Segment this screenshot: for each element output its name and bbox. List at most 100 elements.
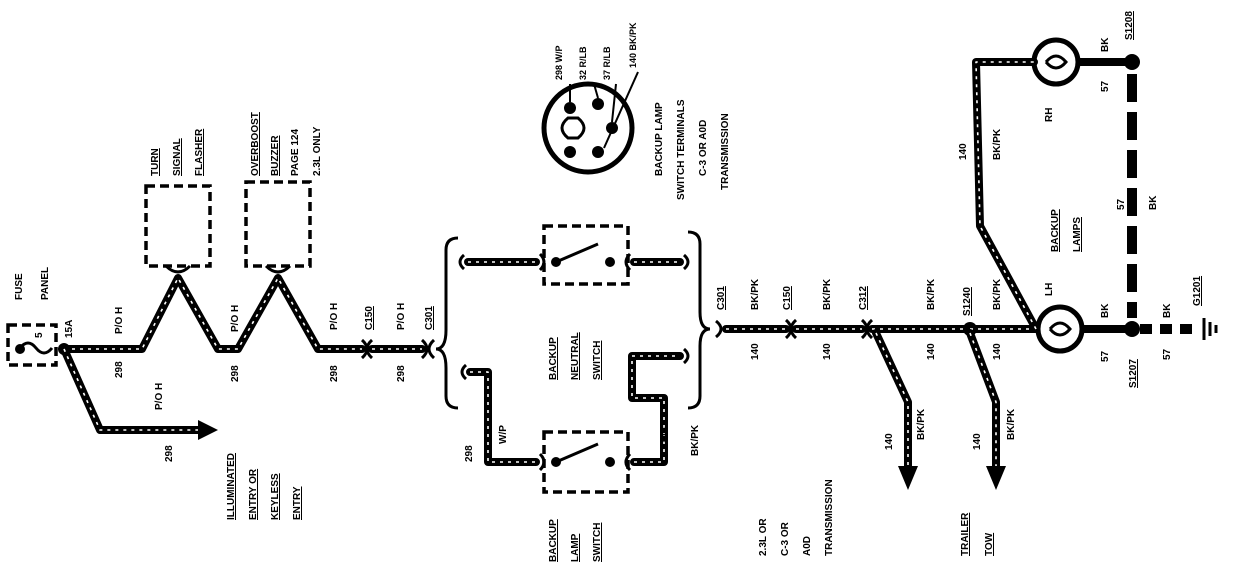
splice-s1208-label: S1208 <box>1124 11 1135 40</box>
splice-s1207 <box>1124 321 1140 337</box>
wire-140-lamp-switch-out <box>628 352 684 466</box>
wire-label-298-c: 298 <box>329 365 340 382</box>
neutral-switch-blade <box>555 242 599 264</box>
terminals-title-3: C-3 OR A0D <box>698 120 709 176</box>
fuse-terminal-left <box>15 344 25 354</box>
fuse-panel-box <box>6 323 58 367</box>
wire-label-57-lh: 57 <box>1100 350 1111 362</box>
turn-flasher-label-1: TURN <box>150 148 161 176</box>
wire-298-main <box>60 274 366 353</box>
arrow-trailer-tow <box>986 466 1006 490</box>
wire-color-bkpk-a: BK/PK <box>750 278 761 310</box>
wire-color-ppk-d: P/O H <box>396 303 407 330</box>
wire-color-ppk-c: P/O H <box>329 303 340 330</box>
wire-label-298-d: 298 <box>396 365 407 382</box>
wire-color-bkpk-d: BK/PK <box>992 278 1003 310</box>
wire-140-rh-lamp <box>972 58 1040 333</box>
wire-label-298-b: 298 <box>230 365 241 382</box>
connector-c301b-symbol <box>715 319 723 339</box>
wire-color-bkpk-e: BK/PK <box>916 408 927 440</box>
backup-neutral-label-1: BACKUP <box>548 337 559 380</box>
turn-flasher-label-2: SIGNAL <box>172 138 183 176</box>
wire-color-bkpk-c: BK/PK <box>926 278 937 310</box>
wire-label-140-d: 140 <box>992 343 1003 360</box>
overboost-label-2: BUZZER <box>270 135 281 176</box>
wire-color-bkpk-f: BK/PK <box>1006 408 1017 440</box>
fuse-panel-label-1: FUSE <box>14 273 25 300</box>
wire-color-ppk-b: P/O H <box>230 305 241 332</box>
switch-group-bracket-right <box>687 230 711 410</box>
lh-backup-lamp <box>1035 304 1085 354</box>
wire-label-140-e: 140 <box>884 433 895 450</box>
wire-color-wp: W/P <box>498 425 509 444</box>
fuse-amperage: 15A <box>64 320 75 338</box>
trailer-tow-label-2: TOW <box>984 532 995 556</box>
terminal-pin-2: 32 R/LB <box>578 46 588 80</box>
terminals-title-2: SWITCH TERMINALS <box>676 99 687 200</box>
fuse-symbol <box>18 341 54 355</box>
wire-label-57-mid: 57 <box>1116 198 1127 210</box>
connector-c312-label: C312 <box>858 286 869 310</box>
overboost-label-1: OVERBOOST <box>250 112 261 176</box>
terminals-connector-face <box>541 81 635 175</box>
wire-color-bkpk-g: BK/PK <box>992 128 1003 160</box>
wire-color-ppk-e: P/O H <box>154 383 165 410</box>
arrow-transmission <box>898 466 918 490</box>
illuminated-entry-label-2: ENTRY OR <box>248 468 259 520</box>
transmission-note-3: A0D <box>802 536 813 556</box>
lamp-switch-blade <box>555 442 599 464</box>
backup-lamp-switch-label-1: BACKUP <box>548 519 559 562</box>
wire-label-140-f: 140 <box>972 433 983 450</box>
connector-c150b-label: C150 <box>782 286 793 310</box>
wire-label-bk-ground: BK <box>1162 303 1173 318</box>
fuse-panel-label-2: PANEL <box>40 267 51 300</box>
backup-neutral-label-3: SWITCH <box>592 341 603 380</box>
wire-label-57-rh: 57 <box>1100 80 1111 92</box>
splice-s1207-label: S1207 <box>1128 359 1139 388</box>
lh-lamp-label: LH <box>1044 283 1055 296</box>
transmission-note-2: C-3 OR <box>780 521 791 556</box>
wire-color-bkpk-switch: BK/PK <box>690 424 701 456</box>
transmission-note-1: 2.3L OR <box>758 518 769 556</box>
terminals-title-1: BACKUP LAMP <box>654 102 665 176</box>
terminal-pin-4: 140 BK/PK <box>628 22 638 68</box>
connector-c301-symbol <box>420 338 429 360</box>
wire-color-bkpk-b: BK/PK <box>822 278 833 310</box>
connector-c301-label: C301 <box>424 306 435 330</box>
backup-lamps-label-2: LAMPS <box>1072 217 1083 252</box>
backup-neutral-switch-box <box>542 224 630 286</box>
terminals-title-4: TRANSMISSION <box>720 113 731 190</box>
wire-label-298-e: 298 <box>164 445 175 462</box>
wire-label-57-ground: 57 <box>1162 348 1173 360</box>
overboost-label-4: 2.3L ONLY <box>312 126 323 176</box>
wire-color-ppk-a: P/O H <box>114 307 125 334</box>
wire-298-illuminated-branch <box>60 345 204 434</box>
backup-neutral-label-2: NEUTRAL <box>570 332 581 380</box>
transmission-note-4: TRANSMISSION <box>824 479 835 556</box>
backup-lamp-switch-label-3: SWITCH <box>592 523 603 562</box>
ground-g1201-label: G1201 <box>1192 276 1203 306</box>
illuminated-entry-label-3: KEYLESS <box>270 473 281 520</box>
rh-backup-lamp <box>1031 37 1081 87</box>
wire-label-140-g: 140 <box>958 143 969 160</box>
wire-label-140-switch: 140 <box>660 427 671 444</box>
wire-label-bk-rh: BK <box>1100 37 1111 52</box>
fuse-number: 5 <box>34 332 45 338</box>
backup-lamps-label-1: BACKUP <box>1050 209 1061 252</box>
illuminated-entry-label-1: ILLUMINATED <box>226 453 237 520</box>
wire-label-bk-mid: BK <box>1148 195 1159 210</box>
splice-s1240-label: S1240 <box>962 287 973 316</box>
arrow-illuminated-entry <box>198 420 218 440</box>
connector-c150-label: C150 <box>364 306 375 330</box>
connector-c301b-label: C301 <box>716 286 727 310</box>
wire-label-298-a: 298 <box>114 361 125 378</box>
wire-label-140-c: 140 <box>926 343 937 360</box>
overboost-buzzer-box <box>244 180 312 268</box>
terminal-pin-1: 298 W/P <box>554 45 564 80</box>
trailer-tow-label-1: TRAILER <box>960 512 971 556</box>
wire-label-298-switch: 298 <box>464 445 475 462</box>
wire-label-140-a: 140 <box>750 343 761 360</box>
splice-s1208 <box>1124 54 1140 70</box>
